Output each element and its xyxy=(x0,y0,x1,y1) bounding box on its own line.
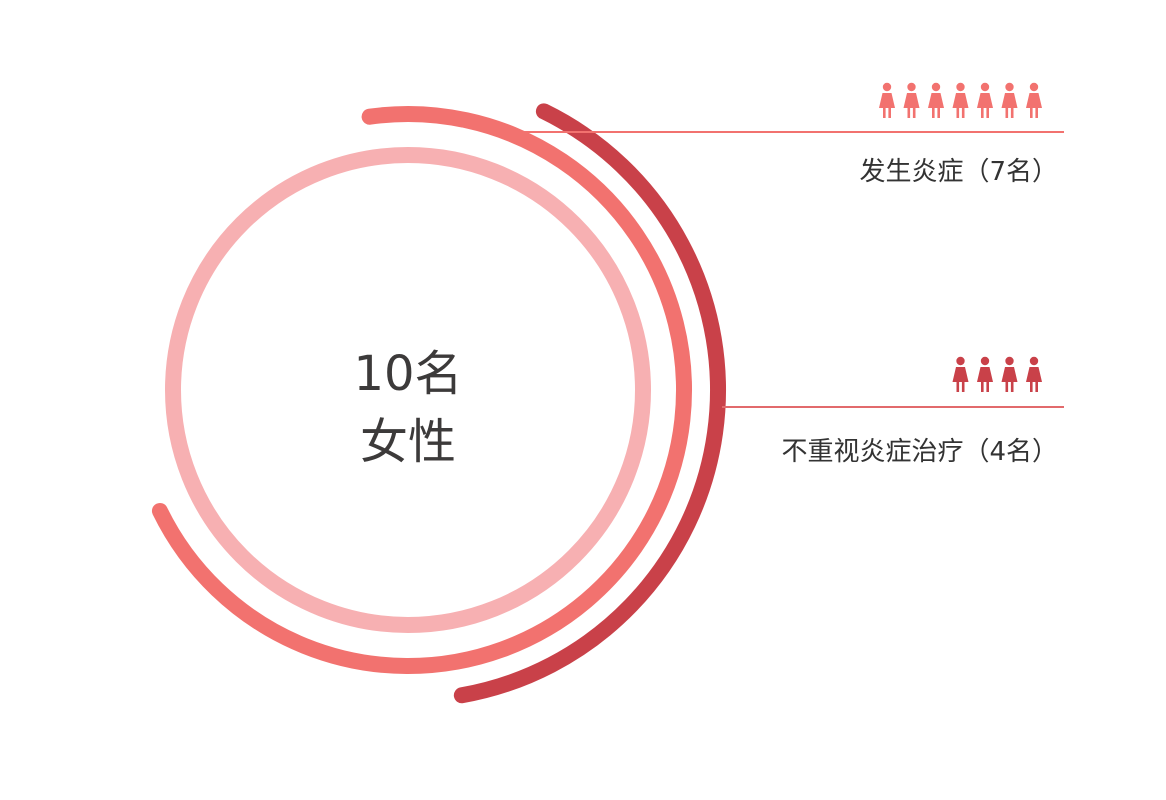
female-person-icon xyxy=(928,82,944,118)
female-person-icon xyxy=(1026,356,1042,392)
series-label-untreated: 不重视炎症治疗（4名） xyxy=(781,437,1058,467)
female-person-icon xyxy=(977,82,993,118)
icon-row-inflammation xyxy=(879,82,1042,118)
female-person-icon xyxy=(1001,82,1018,118)
female-person-icon xyxy=(1001,356,1018,392)
series-arc-inflammation xyxy=(151,106,692,674)
center-group-label: 女性 xyxy=(360,414,456,470)
female-person-icon xyxy=(977,356,993,392)
ring-chart xyxy=(151,103,727,704)
female-person-icon xyxy=(952,356,969,392)
female-person-icon xyxy=(952,82,969,118)
icon-row-untreated xyxy=(952,356,1042,392)
center-count-label: 10名 xyxy=(353,346,462,402)
total-ring xyxy=(165,147,651,633)
series-arc-untreated xyxy=(453,103,727,704)
female-person-icon xyxy=(1026,82,1042,118)
series-label-inflammation: 发生炎症（7名） xyxy=(859,157,1058,187)
female-person-icon xyxy=(903,82,920,118)
female-person-icon xyxy=(879,82,895,118)
